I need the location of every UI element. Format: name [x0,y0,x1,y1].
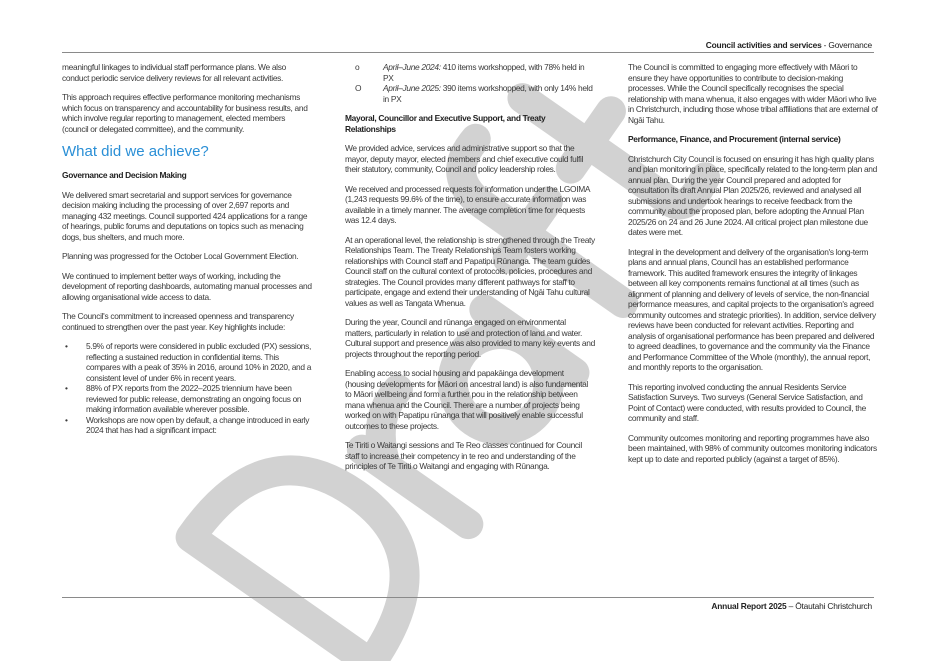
list-item: o April–June 2024: 410 items workshopped,… [345,62,595,83]
footer-title: Annual Report 2025 [711,601,787,611]
watermark-letter-t [507,83,721,220]
period-label: April–June 2024: [383,62,441,72]
workshop-list: o April–June 2024: 410 items workshopped,… [345,62,595,104]
paragraph: Community outcomes monitoring and report… [628,432,877,464]
circle-bullet-icon: o [355,62,360,72]
watermark-letter-a-stem [469,294,590,388]
running-header: Council activities and services - Govern… [706,40,872,50]
list-item: • 88% of PX reports from the 2022–2025 tr… [62,383,312,415]
list-item-text: 88% of PX reports from the 2022–2025 tri… [86,383,302,414]
subheading: Performance, Finance, and Procurement (i… [628,134,841,144]
bullet-icon: • [65,414,68,425]
paragraph: We received and processed requests for i… [345,183,590,226]
paragraph: The Council's commitment to increased op… [62,311,294,332]
subheading: Governance and Decision Making [62,170,187,180]
watermark-letter-d [175,455,420,661]
header-section: Council activities and services [705,40,822,50]
column-3: The Council is committed to engaging mor… [628,62,878,473]
footer-place: Ōtautahi Christchurch [795,601,872,611]
paragraph: During the year, Council and rūnanga eng… [345,317,595,359]
paragraph: The Council is committed to engaging mor… [628,62,878,125]
paragraph: Te Tiriti o Waitangi sessions and Te Reo… [345,440,582,471]
paragraph: meaningful linkages to individual staff … [62,62,286,83]
column-1: meaningful linkages to individual staff … [62,62,312,436]
watermark-letter-r [346,374,484,540]
highlights-list: • 5.9% of reports were considered in publ… [62,341,312,436]
paragraph: This reporting involved conducting the a… [628,381,866,424]
paragraph: Christchurch City Council is focused on … [628,153,877,238]
list-item-text: 5.9% of reports were considered in publi… [86,341,312,383]
subheading: Mayoral, Councillor and Executive Suppor… [345,113,546,134]
paragraph: At an operational level, the relationshi… [345,234,595,308]
circle-bullet-icon: O [355,83,362,93]
paragraph: We delivered smart secretarial and suppo… [62,189,308,242]
paragraph: We continued to implement better ways of… [62,270,312,302]
section-heading: What did we achieve? [62,143,209,160]
list-item-text: 390 items workshopped, with only 14% hel… [383,83,593,104]
bullet-icon: • [65,341,68,351]
header-subsection: Governance [828,40,872,50]
paragraph: Enabling access to social housing and pa… [345,368,588,431]
footer-rule [62,597,874,598]
list-item-text: 410 items workshopped, with 78% held in … [383,62,585,83]
bullet-icon: • [65,383,68,393]
footer-separator: – [786,601,796,611]
running-footer: Annual Report 2025 – Ōtautahi Christchur… [711,601,872,611]
paragraph: We provided advice, services and adminis… [345,143,584,174]
list-item: O April–June 2025: 390 items workshopped,… [345,83,595,104]
header-rule [62,52,874,53]
paragraph: Integral in the development and delivery… [628,246,876,373]
list-item: • 5.9% of reports were considered in publ… [62,341,312,383]
paragraph: This approach requires effective perform… [62,92,308,134]
watermark-letter-f [446,123,639,318]
list-item-text: Workshops are now open by default, a cha… [86,414,310,436]
header-separator: - [821,40,829,50]
period-label: April–June 2025: [383,83,441,93]
paragraph: Planning was progressed for the October … [62,251,299,261]
column-2: o April–June 2024: 410 items workshopped,… [345,62,595,481]
list-item: • Workshops are now open by default, a ch… [62,415,312,436]
